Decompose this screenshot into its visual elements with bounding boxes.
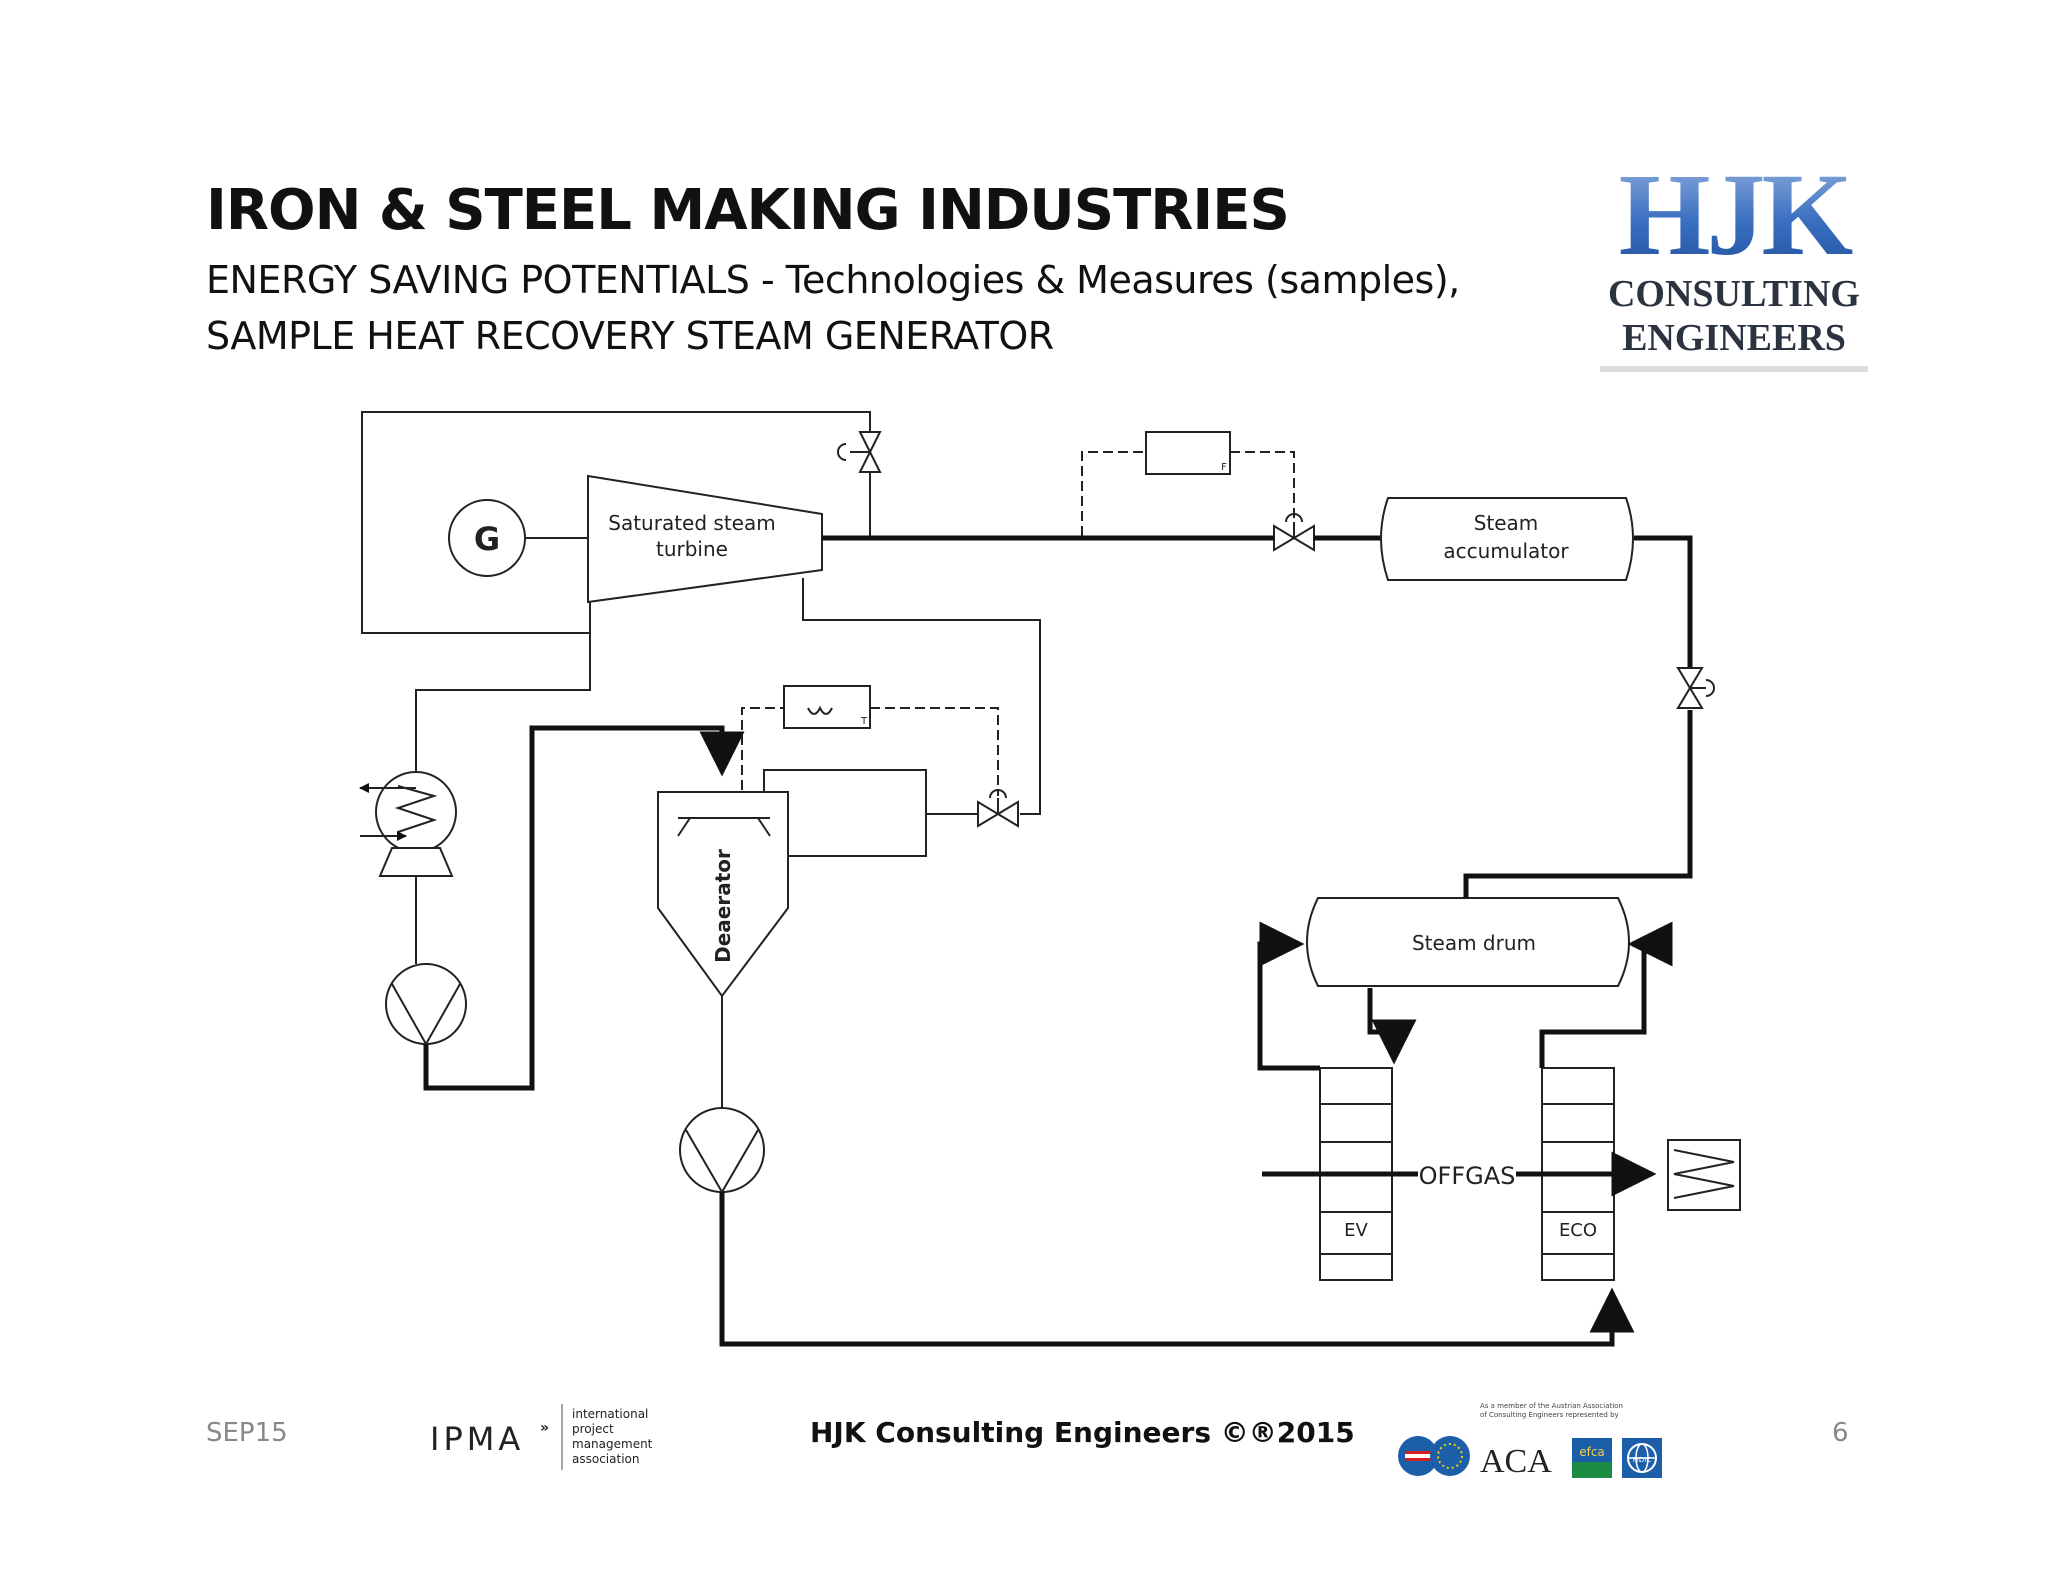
logo-letters: HJK — [1619, 158, 1853, 280]
temp-sensor-icon — [807, 705, 833, 715]
turbine-body — [587, 474, 823, 604]
logo-line-1: CONSULTING — [1608, 273, 1860, 315]
ipma-line-3: management — [572, 1437, 653, 1451]
flow-controller-box — [1145, 431, 1231, 475]
valve-accumulator-inlet — [1273, 513, 1315, 552]
turbine-label-2: turbine — [656, 537, 728, 561]
steam-accumulator-body — [1380, 497, 1634, 581]
turbine-exhaust-line — [415, 602, 591, 772]
condensate-line — [423, 725, 745, 1091]
footer-copyright: HJK Consulting Engineers ©®2015 — [810, 1416, 1355, 1449]
temp-controller-box — [783, 685, 871, 729]
ev-riser — [1257, 921, 1320, 1071]
ipma-line-1: international — [572, 1407, 648, 1421]
fidic-logo: FIDIC — [1633, 1456, 1652, 1464]
bleed-steam-line — [802, 578, 1041, 815]
condenser-circle — [375, 771, 457, 853]
page-number: 6 — [1832, 1418, 1849, 1448]
condenser-coil — [394, 785, 438, 833]
accumulator-outlet-line — [1634, 535, 1693, 668]
member-association-logos: As a member of the Austrian Association … — [1398, 1402, 1662, 1480]
ipma-logo-text: IPMA — [430, 1420, 524, 1458]
generator-label: G — [474, 520, 500, 558]
deaerator-vent-box — [763, 769, 927, 857]
valve-top-left — [837, 431, 882, 473]
ipma-line-4: association — [572, 1452, 639, 1466]
turbine-label-1: Saturated steam — [608, 511, 775, 535]
condensate-pump — [385, 963, 467, 1045]
subtitle-line-2: SAMPLE HEAT RECOVERY STEAM GENERATOR — [206, 314, 1054, 358]
subtitle-line-1: ENERGY SAVING POTENTIALS - Technologies … — [206, 258, 1460, 302]
flow-control-loop-right — [1230, 451, 1295, 522]
ev-downcomer — [1367, 988, 1417, 1065]
deaerator-body — [657, 791, 789, 998]
condenser-base — [378, 847, 454, 877]
accumulator-label-1: Steam — [1474, 511, 1539, 535]
hjk-logo: HJK CONSULTING ENGINEERS — [1598, 158, 1870, 376]
eco-label: ECO — [1559, 1220, 1597, 1241]
temp-controller-tag: T — [860, 716, 868, 727]
ipma-chevron-icon: » — [540, 1420, 549, 1436]
aca-logo: ACA — [1480, 1443, 1552, 1480]
valve-accumulator-outlet — [1676, 667, 1715, 709]
steam-drum-label: Steam drum — [1412, 931, 1536, 955]
drum-steam-line — [1463, 710, 1693, 898]
accumulator-label-2: accumulator — [1443, 539, 1569, 563]
feedwater-line — [719, 1192, 1635, 1347]
temp-control-loop-right — [870, 707, 999, 796]
ipma-logo: IPMA » international project management … — [430, 1404, 653, 1470]
valve-deaerator — [977, 789, 1019, 828]
temp-control-loop-left — [741, 707, 784, 790]
steam-drum-body — [1306, 897, 1630, 987]
efca-logo: efca — [1579, 1445, 1605, 1459]
flow-control-loop-left — [1081, 451, 1146, 536]
flow-controller-tag: F — [1221, 462, 1227, 473]
footer-date: SEP15 — [206, 1418, 288, 1448]
ev-label: EV — [1344, 1220, 1368, 1241]
member-line-1: As a member of the Austrian Association — [1480, 1402, 1623, 1410]
offgas-label: OFFGAS — [1419, 1162, 1516, 1190]
austrian-chamber-logo-icon — [1398, 1436, 1470, 1476]
feed-pump — [679, 1107, 765, 1193]
ipma-line-2: project — [572, 1422, 614, 1436]
stack-zigzag — [1673, 1149, 1735, 1199]
page-title: IRON & STEEL MAKING INDUSTRIES — [206, 178, 1290, 243]
member-line-2: of Consulting Engineers represented by — [1480, 1411, 1619, 1419]
logo-line-2: ENGINEERS — [1622, 317, 1846, 359]
eco-to-drum — [1539, 921, 1673, 1068]
deaerator-label: Deaerator — [711, 849, 735, 963]
